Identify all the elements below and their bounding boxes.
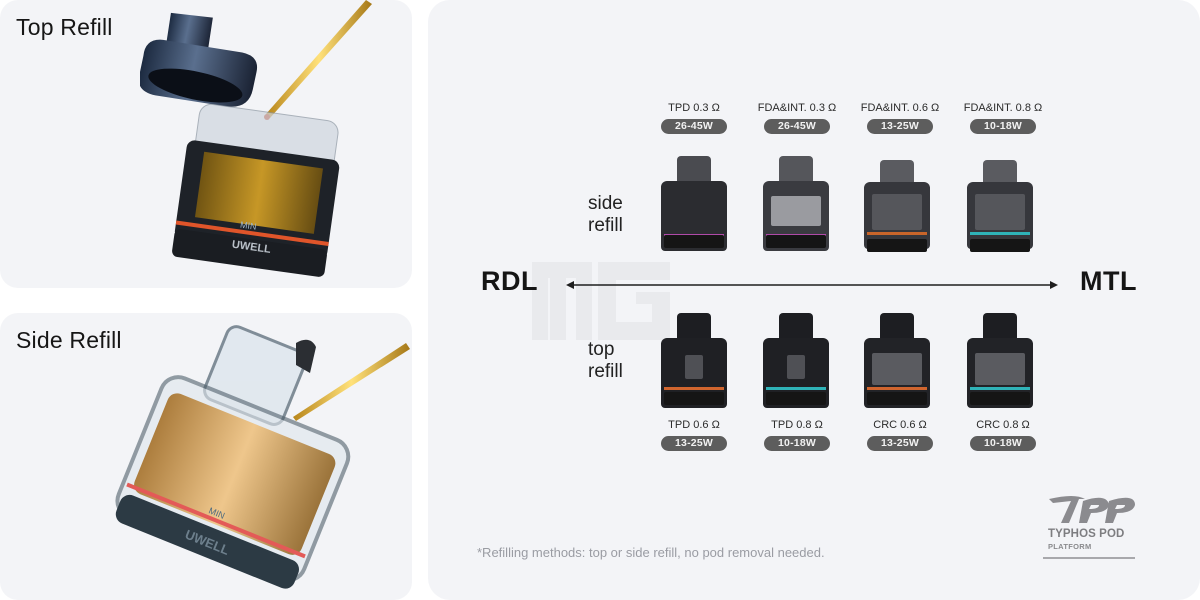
top-refill-row-label: top refill — [588, 339, 623, 382]
spec-top-pod-2: TPD 0.8 Ω 10-18W — [737, 418, 857, 451]
watermark-logo-icon — [532, 262, 670, 340]
side-refill-title: Side Refill — [16, 327, 122, 353]
wattage-badge: 10-18W — [970, 436, 1036, 451]
wattage-badge: 26-45W — [661, 119, 727, 134]
spec-top-pod-4: CRC 0.8 Ω 10-18W — [943, 418, 1063, 451]
top-refill-card: Top Refill MIN — [0, 0, 412, 288]
wattage-badge: 10-18W — [970, 119, 1036, 134]
top-refill-pod-1 — [661, 313, 727, 408]
double-arrow-icon — [566, 281, 1058, 289]
pod-name: FDA&INT. 0.8 Ω — [963, 102, 1043, 114]
top-refill-pod-2 — [763, 313, 829, 408]
side-refill-card: Side Refill MIN UWELL — [0, 313, 412, 600]
side-refill-pod-illustration: MIN UWELL — [115, 325, 410, 589]
axis-label-rdl: RDL — [481, 266, 538, 296]
wattage-badge: 13-25W — [661, 436, 727, 451]
axis-label-mtl: MTL — [1080, 266, 1137, 296]
side-refill-pod-3 — [864, 160, 930, 255]
refill-footnote: *Refilling methods: top or side refill, … — [477, 545, 825, 560]
spec-side-pod-1: TPD 0.3 Ω 26-45W — [634, 101, 754, 134]
logo-line2: PLATFORM — [1048, 542, 1092, 551]
wattage-badge: 13-25W — [867, 119, 933, 134]
top-refill-pod-3 — [864, 313, 930, 408]
logo-underline — [1043, 557, 1135, 559]
logo-line1: TYPHOS POD — [1048, 528, 1125, 540]
spec-top-pod-3: CRC 0.6 Ω 13-25W — [840, 418, 960, 451]
top-refill-pod-4 — [967, 313, 1033, 408]
side-refill-pod-1 — [661, 156, 727, 251]
svg-text:UWELL: UWELL — [231, 239, 272, 256]
pod-name: FDA&INT. 0.3 Ω — [757, 102, 837, 114]
pod-name: TPD 0.3 Ω — [668, 102, 720, 114]
spec-top-pod-1: TPD 0.6 Ω 13-25W — [634, 418, 754, 451]
wattage-badge: 10-18W — [764, 436, 830, 451]
spec-side-pod-2: FDA&INT. 0.3 Ω 26-45W — [737, 101, 857, 134]
wattage-badge: 26-45W — [764, 119, 830, 134]
pod-name: CRC 0.6 Ω — [873, 419, 927, 431]
side-refill-pod-4 — [967, 160, 1033, 255]
side-refill-pod-2 — [763, 156, 829, 251]
pod-name: TPD 0.8 Ω — [771, 419, 823, 431]
top-refill-title: Top Refill — [16, 14, 113, 40]
pod-name: TPD 0.6 Ω — [668, 419, 720, 431]
typhos-pod-platform-logo: TYPHOS POD PLATFORM — [1043, 495, 1138, 560]
pod-name: CRC 0.8 Ω — [976, 419, 1030, 431]
svg-text:MIN: MIN — [239, 220, 257, 232]
tpp-logo-icon — [1049, 496, 1135, 523]
side-refill-row-label: side refill — [588, 193, 623, 236]
wattage-badge: 13-25W — [867, 436, 933, 451]
spec-side-pod-4: FDA&INT. 0.8 Ω 10-18W — [943, 101, 1063, 134]
pod-name: FDA&INT. 0.6 Ω — [860, 102, 940, 114]
spec-side-pod-3: FDA&INT. 0.6 Ω 13-25W — [840, 101, 960, 134]
top-refill-pod-illustration: MIN UWELL — [140, 0, 372, 277]
